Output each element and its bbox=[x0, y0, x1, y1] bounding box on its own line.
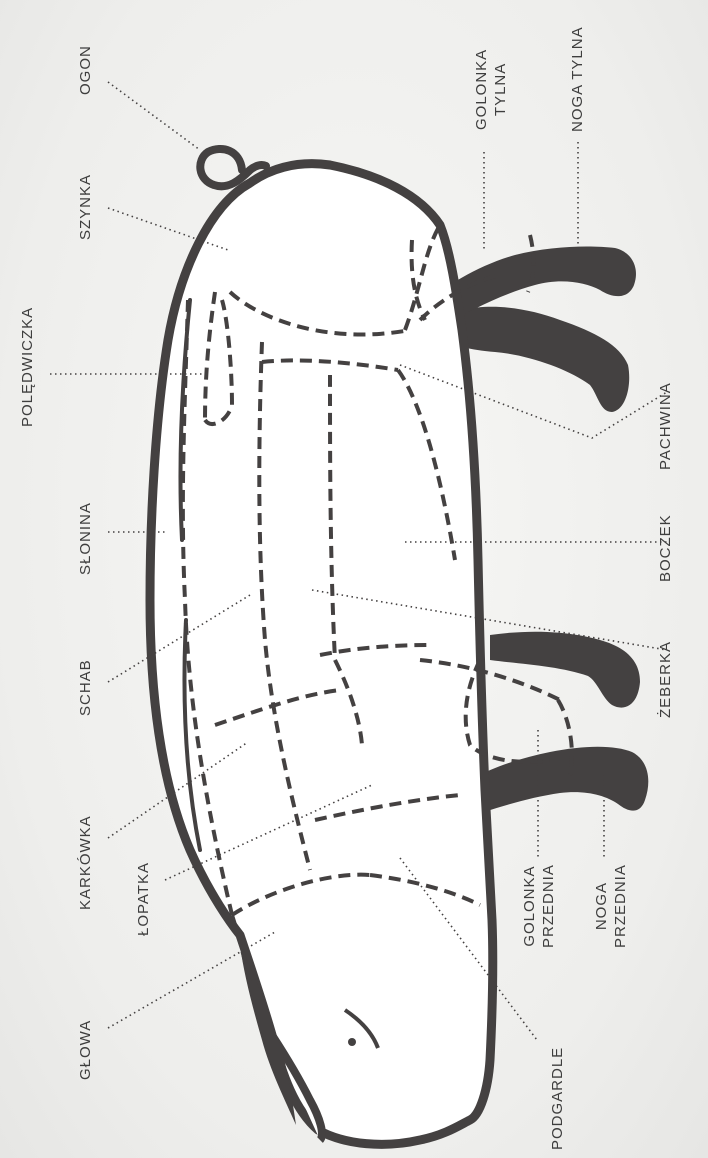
eye bbox=[348, 1038, 356, 1046]
label-ogon: OGON bbox=[76, 45, 95, 95]
label-szynka: SZYNKA bbox=[76, 174, 95, 240]
label-poledwiczka: POLĘDWICZKA bbox=[18, 307, 37, 427]
label-karkowka: KARKÓWKA bbox=[76, 815, 95, 910]
far-front-leg bbox=[490, 632, 640, 708]
label-noga-tylna: NOGA TYLNA bbox=[568, 26, 587, 132]
label-slonina: SŁONINA bbox=[76, 502, 95, 575]
leader-ogon bbox=[108, 82, 200, 150]
label-lopatka: ŁOPATKA bbox=[134, 862, 153, 936]
label-zeberka: ŻEBERKA bbox=[656, 641, 675, 718]
label-podgardle: PODGARDLE bbox=[548, 1047, 567, 1150]
label-boczek: BOCZEK bbox=[656, 514, 675, 582]
label-schab: SCHAB bbox=[76, 659, 95, 716]
label-glowa: GŁOWA bbox=[76, 1020, 95, 1080]
label-pachwina: PACHWINA bbox=[656, 382, 675, 470]
